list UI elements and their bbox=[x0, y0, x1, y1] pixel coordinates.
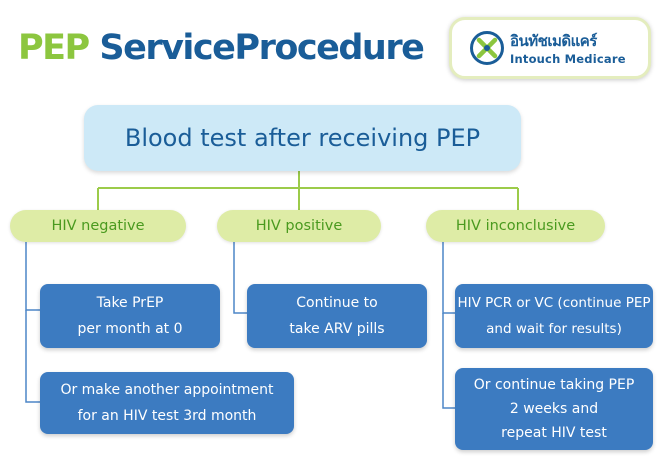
step-box-negative-2: Or make another appointment for an HIV t… bbox=[40, 372, 294, 434]
step-box-inconclusive-1: HIV PCR or VC (continue PEP and wait for… bbox=[455, 284, 653, 348]
green-connectors bbox=[97, 171, 519, 210]
step-line: per month at 0 bbox=[77, 321, 183, 337]
step-line: Continue to bbox=[296, 295, 378, 311]
connector-inconclusive-2 bbox=[442, 313, 455, 409]
step-box-inconclusive-2: Or continue taking PEP 2 weeks and repea… bbox=[455, 368, 653, 450]
pill-hiv-negative: HIV negative bbox=[10, 210, 186, 242]
title-procedure: Procedure bbox=[234, 28, 424, 68]
title-pep: PEP bbox=[18, 28, 90, 68]
logo-mark-icon bbox=[470, 31, 504, 65]
step-line: repeat HIV test bbox=[501, 425, 607, 441]
step-box-positive-1: Continue to take ARV pills bbox=[247, 284, 427, 348]
logo: อินทัชเมดิแคร์ Intouch Medicare bbox=[449, 17, 651, 79]
pill-hiv-inconclusive: HIV inconclusive bbox=[426, 210, 605, 242]
step-box-negative-1: Take PrEP per month at 0 bbox=[40, 284, 220, 348]
connector-inconclusive-1 bbox=[442, 242, 455, 314]
title-service: Service bbox=[99, 28, 236, 68]
logo-english-text: Intouch Medicare bbox=[510, 52, 626, 66]
connector-negative-1 bbox=[25, 242, 40, 311]
step-line: for an HIV test 3rd month bbox=[77, 408, 257, 424]
pill-hiv-positive: HIV positive bbox=[217, 210, 381, 242]
step-line: and wait for results) bbox=[486, 321, 622, 337]
blue-connectors bbox=[25, 242, 455, 409]
step-line: take ARV pills bbox=[289, 321, 385, 337]
connector-positive-1 bbox=[233, 242, 247, 314]
top-box: Blood test after receiving PEP bbox=[84, 105, 521, 171]
logo-thai-text: อินทัชเมดิแคร์ bbox=[510, 32, 597, 50]
page-title: PEP ServiceProcedure bbox=[18, 28, 425, 68]
step-line: Take PrEP bbox=[96, 295, 164, 311]
step-line: HIV PCR or VC (continue PEP bbox=[457, 295, 651, 311]
step-line: 2 weeks and bbox=[509, 401, 599, 417]
connector-negative-2 bbox=[25, 310, 40, 403]
step-line: Or make another appointment bbox=[60, 382, 274, 398]
step-line: Or continue taking PEP bbox=[473, 377, 635, 393]
